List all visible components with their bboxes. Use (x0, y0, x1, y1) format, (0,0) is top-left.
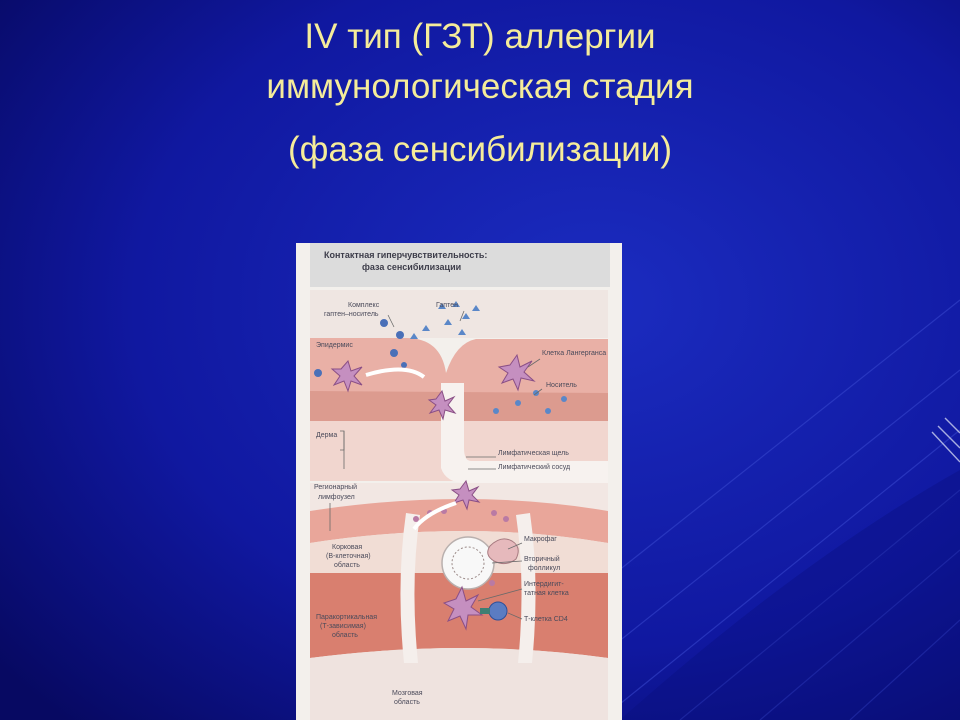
label-macrophage: Макрофаг (524, 536, 557, 543)
langerhans-cell-2 (497, 353, 536, 392)
germinal-center (451, 546, 485, 580)
label-medulla-2: область (394, 698, 420, 706)
label-cortex-2: (В-клеточная) (326, 553, 371, 560)
diagram-header-line-2: фаза сенсибилизации (362, 262, 461, 272)
interdigitating-cell (442, 585, 484, 631)
label-medulla-1: Мозговая (392, 690, 423, 697)
label-dermis: Дерма (316, 432, 337, 439)
label-lymph-slit: Лимфатическая щель (498, 450, 569, 457)
label-carrier: Носитель (546, 382, 577, 389)
label-paracortex-2: (Т-зависимая) (320, 623, 366, 630)
diagram-header-line-1: Контактная гиперчувствительность: (324, 250, 487, 260)
label-node-2: лимфоузел (318, 494, 355, 501)
lymphatic-vessel (441, 383, 608, 483)
label-cortex-1: Корковая (332, 544, 362, 551)
sensitization-diagram: Контактная гиперчувствительность: фаза с… (296, 243, 622, 720)
dermis-bracket (340, 430, 345, 469)
label-paracortex-1: Паракортикальная (316, 614, 377, 621)
lymph-sinus-left (400, 513, 420, 663)
langerhans-cell-migrating (427, 389, 457, 421)
migration-arrow-epidermis (365, 367, 426, 379)
label-hapten: Гаптен (436, 302, 458, 309)
label-leaders (329, 310, 543, 620)
lymph-sinus-right (516, 513, 536, 663)
migration-arrow-node (412, 501, 457, 531)
langerhans-cell-1 (330, 359, 363, 393)
label-tcell: Т-клетка CD4 (524, 616, 568, 623)
skin-surface (310, 290, 608, 338)
label-node-1: Регионарный (314, 483, 357, 491)
slide-title-line-3: (фаза сенсибилизации) (288, 130, 672, 169)
label-paracortex-3: область (332, 631, 358, 639)
t-cell-cd4 (488, 601, 508, 621)
label-lymph-vessel: Лимфатический сосуд (498, 463, 570, 471)
tcr-interaction (480, 608, 490, 614)
label-cortex-3: область (334, 561, 360, 569)
macrophage-cell (487, 538, 519, 565)
label-interdig-1: Интердигит- (524, 581, 564, 588)
label-langerhans: Клетка Лангерганса (542, 350, 606, 357)
slide-title-line-1: IV тип (ГЗТ) аллергии (304, 17, 656, 56)
node-capsule (310, 499, 608, 543)
label-epidermis: Эпидермис (316, 342, 353, 349)
slide-title-line-2: иммунологическая стадия (266, 67, 694, 106)
label-follicle-1: Вторичный (524, 555, 560, 563)
diagram-header-band (310, 243, 610, 287)
hapten-molecules (410, 301, 480, 339)
hapten-carrier-complexes (314, 319, 407, 377)
medulla-region (310, 648, 608, 720)
label-complex-2: гаптен–носитель (324, 311, 379, 318)
label-complex-1: Комплекс (348, 302, 380, 309)
label-interdig-2: татная клетка (524, 590, 569, 597)
label-follicle-2: фолликул (528, 565, 560, 572)
langerhans-cell-vessel (450, 479, 481, 511)
secondary-follicle (441, 536, 495, 590)
